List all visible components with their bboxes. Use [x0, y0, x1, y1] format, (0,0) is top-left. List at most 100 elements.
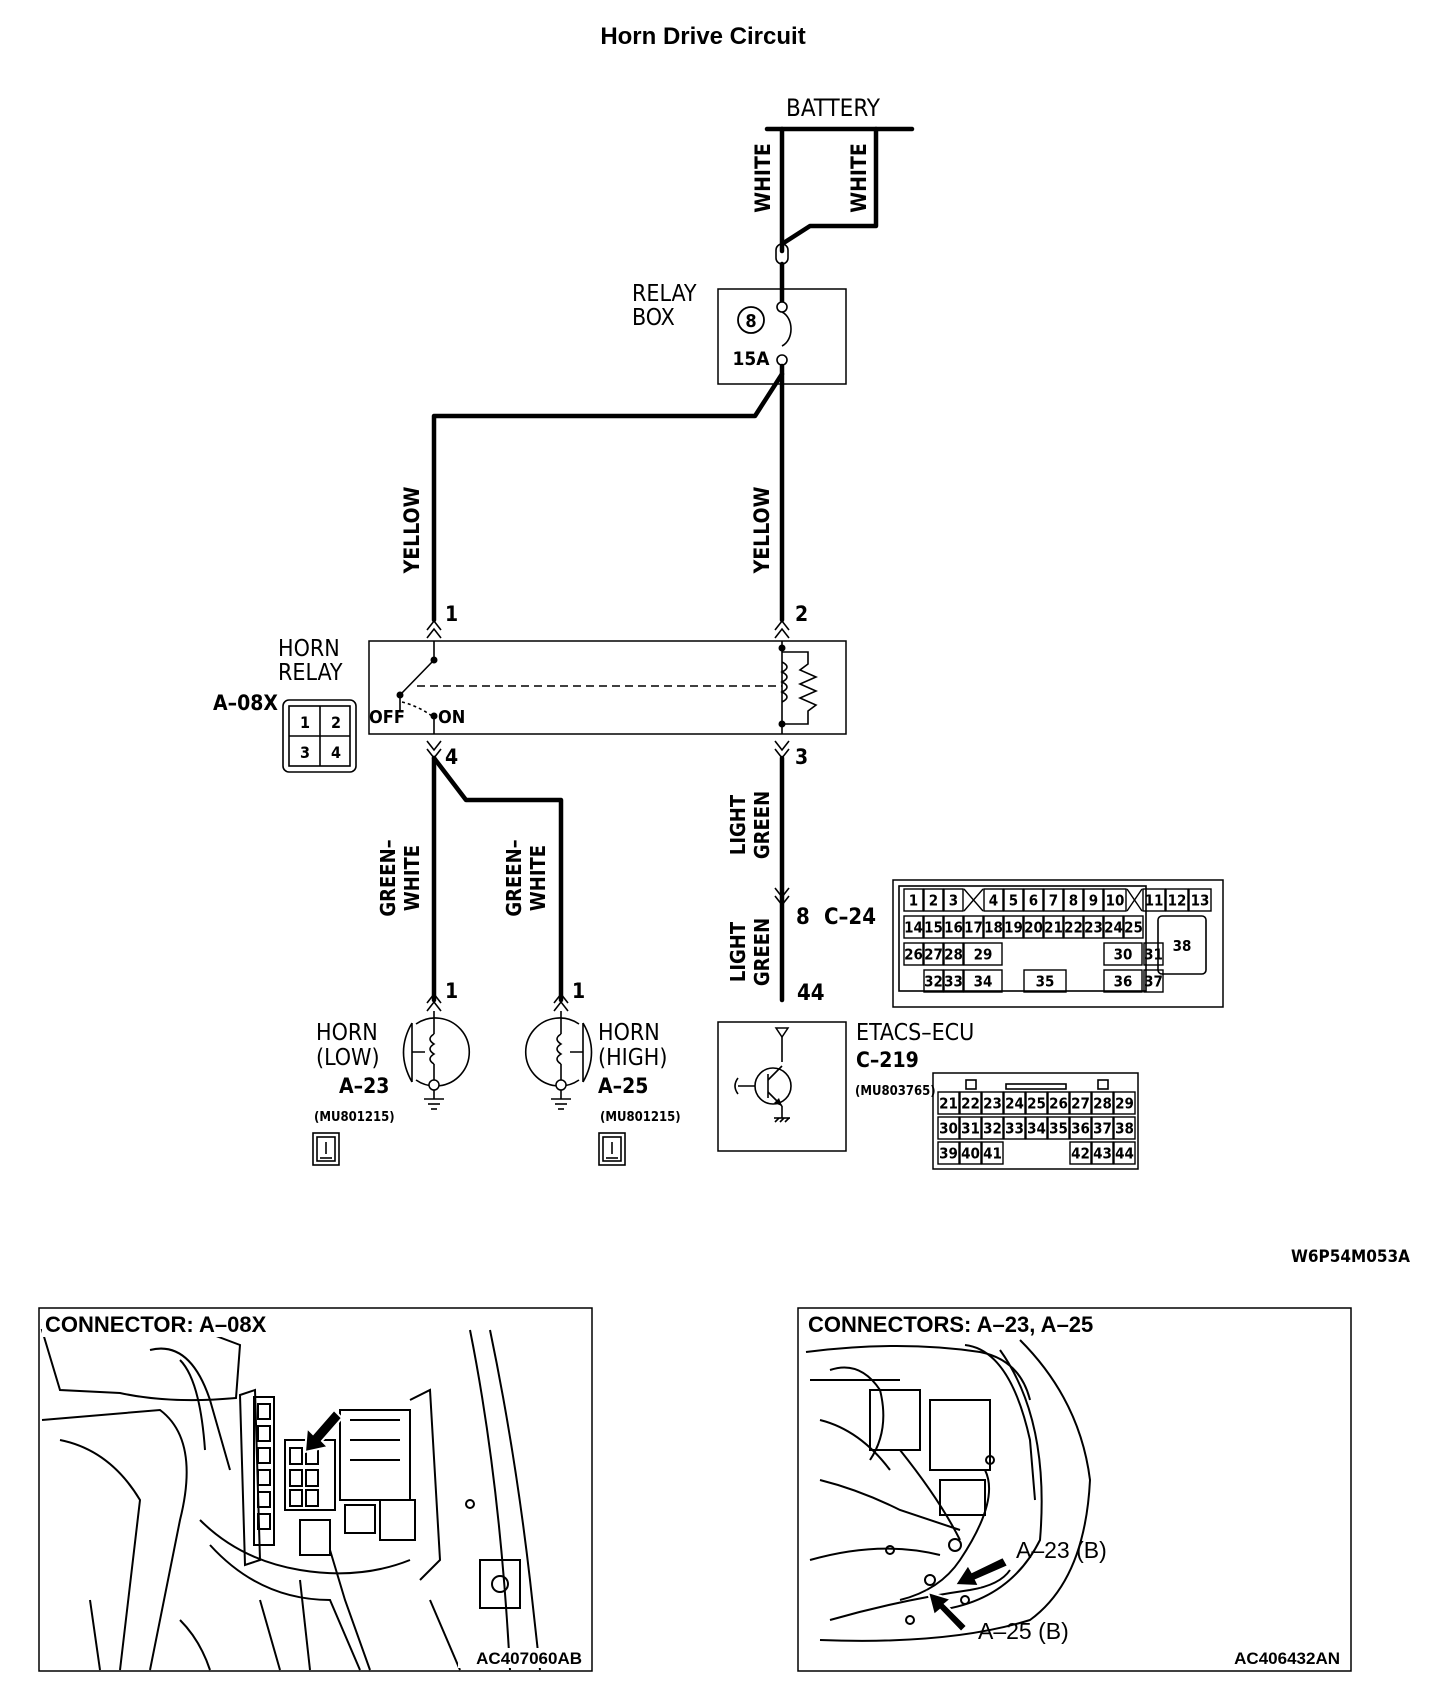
connector-pin-cell: [943, 942, 964, 966]
fuse-number: 8: [745, 311, 756, 332]
horn-low-icon: [402, 1011, 471, 1110]
connector-pin-number: 6: [1029, 891, 1038, 909]
wire-color-green-white-left-2: WHITE: [400, 845, 424, 911]
connector-pin-cell: [1123, 915, 1144, 939]
a08x-pin-3: 3: [300, 743, 310, 762]
horn-relay-label-line1: HORN: [278, 636, 340, 662]
connector-pin-cell: [959, 1091, 982, 1115]
connector-pin-number: 31: [961, 1119, 980, 1137]
connector-pin-cell: [903, 915, 924, 939]
connector-pin-cell: [959, 1116, 982, 1140]
connector-pin-cell: [1091, 1141, 1114, 1165]
connector-a08x-face: 1 2 3 4: [282, 699, 357, 773]
horn-low-pin: 1: [445, 979, 458, 1003]
connector-pin-number: 20: [1024, 918, 1043, 936]
photo-left-code: AC407060AB: [476, 1649, 582, 1668]
connector-pin-number: 15: [924, 918, 943, 936]
ecu-connector-id: C–219: [856, 1048, 919, 1072]
connector-pin-cell: [943, 969, 964, 993]
connector-pin-number: 28: [1093, 1094, 1112, 1112]
switch-off-label: OFF: [369, 707, 405, 728]
horn-high: 1 HORN (HIGH) A–25 (MU801215): [524, 979, 681, 1166]
a08x-pin-1: 1: [300, 713, 310, 732]
connector-pin-number: 22: [961, 1094, 980, 1112]
pointer-arrow-a23-icon: [953, 1555, 1010, 1588]
battery: BATTERY: [764, 94, 915, 132]
horn-high-connector-id: A–25: [598, 1074, 648, 1098]
connector-pin-cell: [923, 969, 944, 993]
connector-pin-number: 10: [1106, 891, 1125, 909]
connector-pin-cell: [1063, 888, 1084, 912]
ecu-pin: 44: [797, 981, 825, 1006]
connector-pin-number: 25: [1027, 1094, 1046, 1112]
connector-pin-cell: [903, 942, 924, 966]
connector-pin-number: 35: [1049, 1119, 1068, 1137]
connector-pin-number: 29: [1115, 1094, 1134, 1112]
connector-pin-cell: [1003, 888, 1024, 912]
photo-right-label-a25: A–25 (B): [978, 1618, 1069, 1644]
connector-pin-cell: [1103, 915, 1124, 939]
yellow-wires: YELLOW YELLOW: [400, 363, 785, 623]
c24-pin: 8: [796, 905, 810, 930]
connector-pin-cell: [963, 915, 984, 939]
pointer-arrow-a25-icon: [926, 1590, 969, 1634]
connector-a08x-photo: CONNECTOR: A–08X AC407060AB: [38, 1307, 593, 1672]
horn-low-part-number: (MU801215): [314, 1110, 395, 1125]
connector-pin-number: 30: [939, 1119, 958, 1137]
connector-pin-number: 26: [904, 945, 923, 963]
connector-pin-number: 36: [1071, 1119, 1090, 1137]
a08x-pin-4: 4: [331, 743, 341, 762]
relay-box-label-line1: RELAY: [632, 281, 697, 307]
connector-pin-cell: [1069, 1091, 1092, 1115]
connector-pin-cell: [1025, 1116, 1048, 1140]
connector-pin-cell: [1069, 1116, 1092, 1140]
fuse-rating: 15A: [732, 348, 770, 370]
connector-pin-number: 12: [1168, 891, 1187, 909]
connector-pin-cell: [1043, 915, 1064, 939]
connector-pin-cell: [1143, 942, 1164, 966]
connector-pin-cell: [981, 1091, 1004, 1115]
photo-left-caption: CONNECTOR: A–08X: [45, 1312, 267, 1337]
wire-color-light-1: LIGHT: [726, 794, 750, 855]
connector-pin-cell: [1165, 888, 1189, 912]
connector-pin-number: 37: [1093, 1119, 1112, 1137]
a08x-pin-2: 2: [331, 713, 341, 732]
connector-pin-cell: [983, 888, 1004, 912]
connector-pin-cell: [1063, 915, 1084, 939]
etacs-ecu: 44 ETACS–ECU C–219 (MU803765): [717, 981, 974, 1152]
connector-pin-cell: [1188, 888, 1212, 912]
vehicle-front-illustration-right: [805, 1339, 1092, 1642]
connector-pin-number: 30: [1114, 945, 1133, 963]
horn-high-label-line2: (HIGH): [598, 1045, 667, 1071]
connector-pin-cell: [1113, 1116, 1136, 1140]
connector-pin-cell: [981, 1116, 1004, 1140]
pointer-arrow-icon: [303, 1408, 344, 1454]
connector-pin-cell: [923, 915, 944, 939]
c24-connector-id: C–24: [824, 905, 876, 930]
connector-a23-a25-photo: CONNECTORS: A–23, A–25 A–23 (B) A–25 (B)…: [797, 1307, 1352, 1672]
connector-pin-number: 32: [924, 972, 943, 990]
wire-color-green-1: GREEN: [750, 791, 774, 859]
photo-right-label-a23: A–23 (B): [1016, 1537, 1107, 1563]
connector-pin-cell: [1103, 969, 1143, 993]
fuse-icon: [776, 301, 792, 366]
connector-pin-number: 41: [983, 1144, 1002, 1162]
connector-pin-cell: [1142, 888, 1166, 912]
horn-high-part-number: (MU801215): [600, 1110, 681, 1125]
photo-right-caption: CONNECTORS: A–23, A–25: [808, 1312, 1093, 1337]
light-green-wire: LIGHT GREEN LIGHT GREEN 8 C–24: [726, 755, 876, 1003]
connector-pin-number: 33: [944, 972, 963, 990]
connector-pin-cell: [1143, 969, 1164, 993]
relay-coil-icon: [778, 641, 818, 734]
connector-pin-number: 43: [1093, 1144, 1112, 1162]
connector-pin-number: 21: [1044, 918, 1063, 936]
connector-pin-cell: [943, 888, 964, 912]
horn-low-connector-icon: [312, 1132, 340, 1166]
battery-white-wires: WHITE WHITE: [751, 126, 879, 254]
connector-pin-cell: [1023, 915, 1044, 939]
connector-pin-number: 34: [1027, 1119, 1046, 1137]
connector-pin-number: 27: [924, 945, 943, 963]
engine-bay-illustration-left: [40, 1319, 541, 1671]
connector-pin-cell: [1025, 1091, 1048, 1115]
